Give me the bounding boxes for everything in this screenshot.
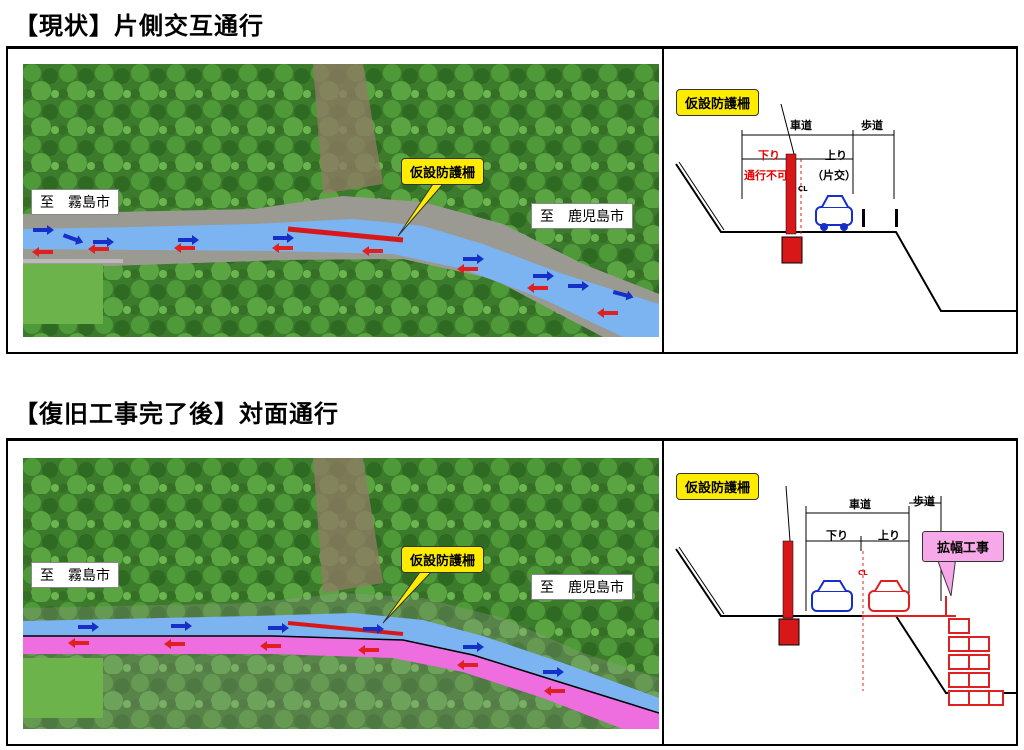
- up-label: 上り: [825, 149, 847, 162]
- section2-cross-section: 仮設防護柵 車道 歩道 下り 上り CL 拡幅工事: [666, 441, 1016, 744]
- section2-divider: [662, 441, 664, 744]
- dest-kirishima: 至 霧島市: [31, 562, 119, 588]
- downbound-lane: [23, 636, 659, 729]
- temporary-fence-callout: 仮設防護柵: [401, 546, 485, 573]
- car-blue-icon: [811, 580, 853, 612]
- dest-kirishima: 至 霧島市: [31, 189, 119, 215]
- up-label: 上り: [878, 529, 900, 542]
- section1-title: 【現状】片側交互通行: [14, 12, 264, 40]
- cl-label: CL: [798, 185, 808, 193]
- cl-label: CL: [858, 569, 868, 577]
- alternate-label: （片交）: [812, 169, 856, 182]
- retaining-blocks: [948, 618, 1004, 706]
- down-label: 下り: [758, 149, 780, 162]
- section2-aerial-photo: 至 霧島市 至 鹿児島市 仮設防護柵: [23, 458, 659, 729]
- car-red-icon: [868, 580, 910, 612]
- section1-divider: [662, 49, 664, 352]
- xsec-fence-callout: 仮設防護柵: [676, 473, 760, 500]
- section2-panel: 至 霧島市 至 鹿児島市 仮設防護柵: [6, 438, 1018, 746]
- roadway-label: 車道: [849, 498, 871, 511]
- car-icon: [815, 195, 853, 231]
- section1-aerial-photo: 至 霧島市 至 鹿児島市 仮設防護柵: [23, 64, 659, 337]
- dest-kagoshima: 至 鹿児島市: [531, 574, 633, 600]
- sidewalk-label: 歩道: [913, 495, 935, 508]
- xsec-fence-callout: 仮設防護柵: [676, 89, 760, 116]
- upbound-lane: [23, 613, 659, 713]
- widening-work-callout: 拡幅工事: [922, 531, 1005, 562]
- temporary-fence-callout: 仮設防護柵: [401, 158, 485, 185]
- roadway-label: 車道: [790, 119, 812, 132]
- sidewalk-label: 歩道: [861, 119, 883, 132]
- section1-cross-section: 仮設防護柵 車道 歩道 下り 通行不可 上り （片交） CL: [666, 49, 1016, 352]
- section2-title: 【復旧工事完了後】対面通行: [14, 400, 339, 428]
- dest-kagoshima: 至 鹿児島市: [531, 203, 633, 229]
- no-pass-label: 通行不可: [744, 169, 788, 182]
- down-label: 下り: [826, 529, 848, 542]
- section1-panel: 至 霧島市 至 鹿児島市 仮設防護柵: [6, 46, 1018, 354]
